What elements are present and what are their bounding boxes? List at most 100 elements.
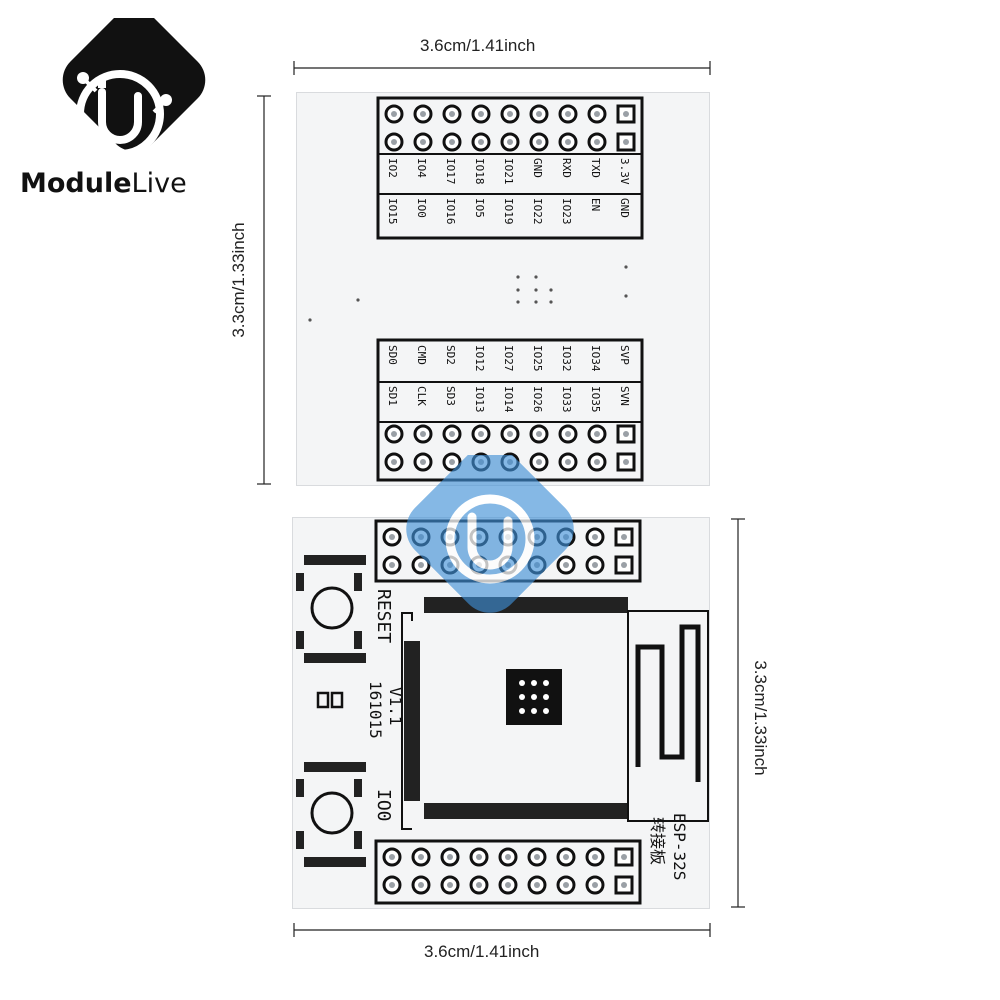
pin-drill bbox=[621, 854, 627, 860]
pin-label: IO16 bbox=[444, 198, 457, 225]
pin-drill bbox=[476, 882, 482, 888]
pin-label: IO5 bbox=[473, 198, 486, 218]
pin-drill bbox=[447, 882, 453, 888]
pin-drill bbox=[623, 431, 629, 437]
pin-drill bbox=[563, 854, 569, 860]
pin-label: IO18 bbox=[473, 158, 486, 185]
module-label: ESP-32S bbox=[670, 813, 689, 880]
pin-label: IO14 bbox=[502, 386, 515, 413]
reset-label: RESET bbox=[373, 589, 394, 643]
top-height-arrow bbox=[257, 95, 271, 485]
pin-label: IO23 bbox=[560, 198, 573, 225]
top-header-outline bbox=[376, 96, 644, 240]
bottom-header-pins bbox=[382, 847, 634, 895]
pin-drill bbox=[534, 882, 540, 888]
pin-label: EN bbox=[589, 198, 602, 211]
pin-label: IO19 bbox=[502, 198, 515, 225]
pin-drill bbox=[389, 854, 395, 860]
pin-drill bbox=[449, 139, 455, 145]
brand-name: ModuleLive bbox=[20, 168, 187, 199]
bottom-width-arrow bbox=[293, 923, 711, 937]
pin-label: SVN bbox=[618, 386, 631, 406]
pin-label: IO15 bbox=[386, 198, 399, 225]
pin-drill bbox=[389, 562, 395, 568]
brand-name-light: Live bbox=[131, 168, 187, 199]
pin-drill bbox=[623, 111, 629, 117]
led-pads bbox=[316, 691, 344, 709]
reset-button[interactable] bbox=[296, 555, 366, 663]
brand-name-bold: Module bbox=[20, 168, 132, 199]
pin-drill bbox=[449, 431, 455, 437]
pin-drill bbox=[592, 882, 598, 888]
pin-drill bbox=[536, 139, 542, 145]
top-header-pins bbox=[384, 104, 636, 152]
top-width-arrow bbox=[293, 61, 711, 75]
pin-drill bbox=[621, 562, 627, 568]
pin-drill bbox=[565, 111, 571, 117]
pin-drill bbox=[536, 111, 542, 117]
pin-label: IO13 bbox=[473, 386, 486, 413]
date-code-label: 161015 bbox=[366, 681, 385, 739]
pin-label: IO0 bbox=[415, 198, 428, 218]
pin-label: GND bbox=[531, 158, 544, 178]
bottom-board: RESET IO0 V1.1 161015 ESP-32S 转接板 bbox=[292, 517, 710, 909]
pin-drill bbox=[594, 111, 600, 117]
pin-drill bbox=[418, 854, 424, 860]
pin-label: IO25 bbox=[531, 345, 544, 372]
pin-label: SD0 bbox=[386, 345, 399, 365]
pin-drill bbox=[505, 882, 511, 888]
pin-drill bbox=[563, 562, 569, 568]
pin-label: IO12 bbox=[473, 345, 486, 372]
pin-label: CMD bbox=[415, 345, 428, 365]
pin-drill bbox=[623, 139, 629, 145]
pin-label: GND bbox=[618, 198, 631, 218]
pin-drill bbox=[594, 459, 600, 465]
pin-drill bbox=[536, 431, 542, 437]
pin-drill bbox=[507, 139, 513, 145]
pin-drill bbox=[623, 459, 629, 465]
pin-drill bbox=[420, 459, 426, 465]
pin-drill bbox=[621, 882, 627, 888]
pin-label: SD2 bbox=[444, 345, 457, 365]
pin-drill bbox=[507, 431, 513, 437]
bottom-height-label: 3.3cm/1.33inch bbox=[751, 660, 770, 776]
pin-drill bbox=[447, 854, 453, 860]
pin-drill bbox=[391, 111, 397, 117]
bottom-pin-header bbox=[374, 839, 642, 905]
pin-drill bbox=[420, 139, 426, 145]
pin-drill bbox=[505, 854, 511, 860]
pin-label: IO17 bbox=[444, 158, 457, 185]
version-label: V1.1 bbox=[386, 687, 405, 726]
pin-label: IO4 bbox=[415, 158, 428, 178]
pin-drill bbox=[592, 854, 598, 860]
pin-label: IO26 bbox=[531, 386, 544, 413]
pin-label: SD3 bbox=[444, 386, 457, 406]
io0-button[interactable] bbox=[296, 762, 366, 867]
pin-label: IO27 bbox=[502, 345, 515, 372]
pin-drill bbox=[391, 431, 397, 437]
pin-label: TXD bbox=[589, 158, 602, 178]
pin-drill bbox=[389, 534, 395, 540]
pin-label: IO22 bbox=[531, 198, 544, 225]
pin-drill bbox=[476, 854, 482, 860]
pin-drill bbox=[534, 854, 540, 860]
pin-drill bbox=[478, 431, 484, 437]
pin-drill bbox=[563, 882, 569, 888]
pin-label: IO34 bbox=[589, 345, 602, 372]
antenna-trace bbox=[635, 624, 701, 782]
pin-drill bbox=[592, 534, 598, 540]
pin-drill bbox=[621, 534, 627, 540]
pin-drill bbox=[420, 111, 426, 117]
pin-drill bbox=[565, 431, 571, 437]
pin-label: IO21 bbox=[502, 158, 515, 185]
pin-label: RXD bbox=[560, 158, 573, 178]
pin-drill bbox=[418, 562, 424, 568]
via-dots bbox=[308, 265, 628, 322]
pin-drill bbox=[420, 431, 426, 437]
pin-label: CLK bbox=[415, 386, 428, 406]
pin-drill bbox=[478, 111, 484, 117]
circuit-u-logo-icon bbox=[62, 18, 206, 162]
bottom-height-arrow bbox=[731, 518, 745, 908]
